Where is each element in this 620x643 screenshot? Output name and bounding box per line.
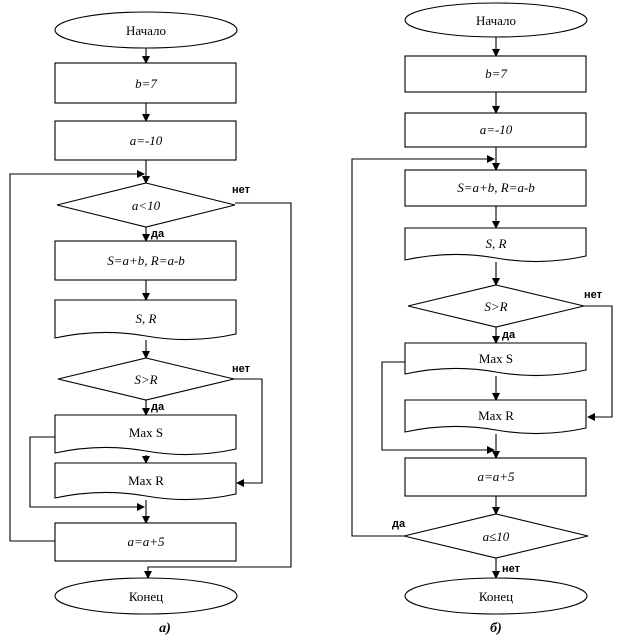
max-r-doc-b	[404, 399, 587, 435]
a-assign-label-a: a=-10	[130, 133, 163, 148]
output-doc-b	[404, 227, 587, 263]
bypass-b-max-s	[381, 361, 495, 454]
process-b-assign-b	[404, 55, 587, 93]
loop-back-b	[351, 155, 495, 537]
a-assign-label-b: a=-10	[480, 122, 513, 137]
calc-label-a: S=a+b, R=a-b	[107, 253, 185, 268]
output-label-a: S, R	[136, 311, 157, 326]
cond-loop-label-b: a≤10	[483, 529, 510, 544]
loop-back-a	[9, 170, 145, 542]
no-branch-b-cmp	[584, 305, 613, 421]
yes-label-a-cmp: да	[151, 401, 165, 413]
b-assign-label-a: b=7	[135, 76, 157, 91]
cond-cmp-label-b: S>R	[484, 299, 507, 314]
output-doc-a	[54, 299, 237, 341]
b-assign-label-b: b=7	[485, 66, 507, 81]
yes-label-b-loop: да	[392, 518, 406, 530]
max-s-label-b: Max S	[479, 351, 513, 366]
caption-b: б)	[490, 621, 502, 636]
calc-label-b: S=a+b, R=a-b	[457, 180, 535, 195]
max-r-label-a: Max R	[128, 473, 164, 488]
start-terminal-b	[404, 2, 588, 38]
no-label-b-loop: нет	[502, 563, 521, 575]
end-terminal-b	[404, 577, 588, 615]
process-b-assign-a	[54, 62, 237, 104]
caption-a: а)	[159, 621, 171, 636]
max-r-label-b: Max R	[478, 408, 514, 423]
process-a-assign-a	[54, 120, 237, 161]
process-incr-a	[54, 522, 237, 562]
no-label-a-loop: нет	[232, 184, 251, 196]
exit-a	[144, 202, 292, 579]
process-calc-a	[54, 240, 237, 281]
flowchart-a: Начало b=7 a=-10 a<10 S=a+b, R=a-b S, R …	[9, 11, 292, 636]
incr-label-a: a=a+5	[127, 534, 165, 549]
decision-cmp-a	[57, 357, 235, 401]
max-s-label-a: Max S	[129, 425, 163, 440]
max-s-doc-b	[404, 342, 587, 377]
cond-loop-label-a: a<10	[132, 198, 161, 213]
start-label-a: Начало	[126, 23, 166, 38]
process-a-assign-b	[404, 112, 587, 148]
max-s-doc-a	[54, 414, 237, 456]
end-terminal-a	[54, 577, 238, 615]
max-r-doc-a	[54, 462, 237, 501]
decision-cmp-b	[407, 284, 585, 328]
bypass-a-max-s	[29, 436, 145, 511]
end-label-b: Конец	[479, 589, 513, 604]
yes-label-b-cmp: да	[502, 329, 516, 341]
no-label-a-cmp: нет	[232, 363, 251, 375]
output-label-b: S, R	[486, 236, 507, 251]
decision-loop-b	[403, 513, 589, 559]
incr-label-b: a=a+5	[477, 469, 515, 484]
flowchart-b: Начало b=7 a=-10 S=a+b, R=a-b S, R S>R M…	[351, 2, 613, 636]
cond-cmp-label-a: S>R	[134, 372, 157, 387]
decision-loop-a	[56, 182, 236, 228]
no-label-b-cmp: нет	[584, 289, 603, 301]
no-branch-a-cmp	[234, 378, 263, 487]
start-label-b: Начало	[476, 13, 516, 28]
process-incr-b	[404, 457, 587, 497]
start-terminal-a	[54, 11, 238, 49]
process-calc-b	[404, 169, 587, 207]
end-label-a: Конец	[129, 589, 163, 604]
yes-label-a-loop: да	[151, 228, 165, 240]
